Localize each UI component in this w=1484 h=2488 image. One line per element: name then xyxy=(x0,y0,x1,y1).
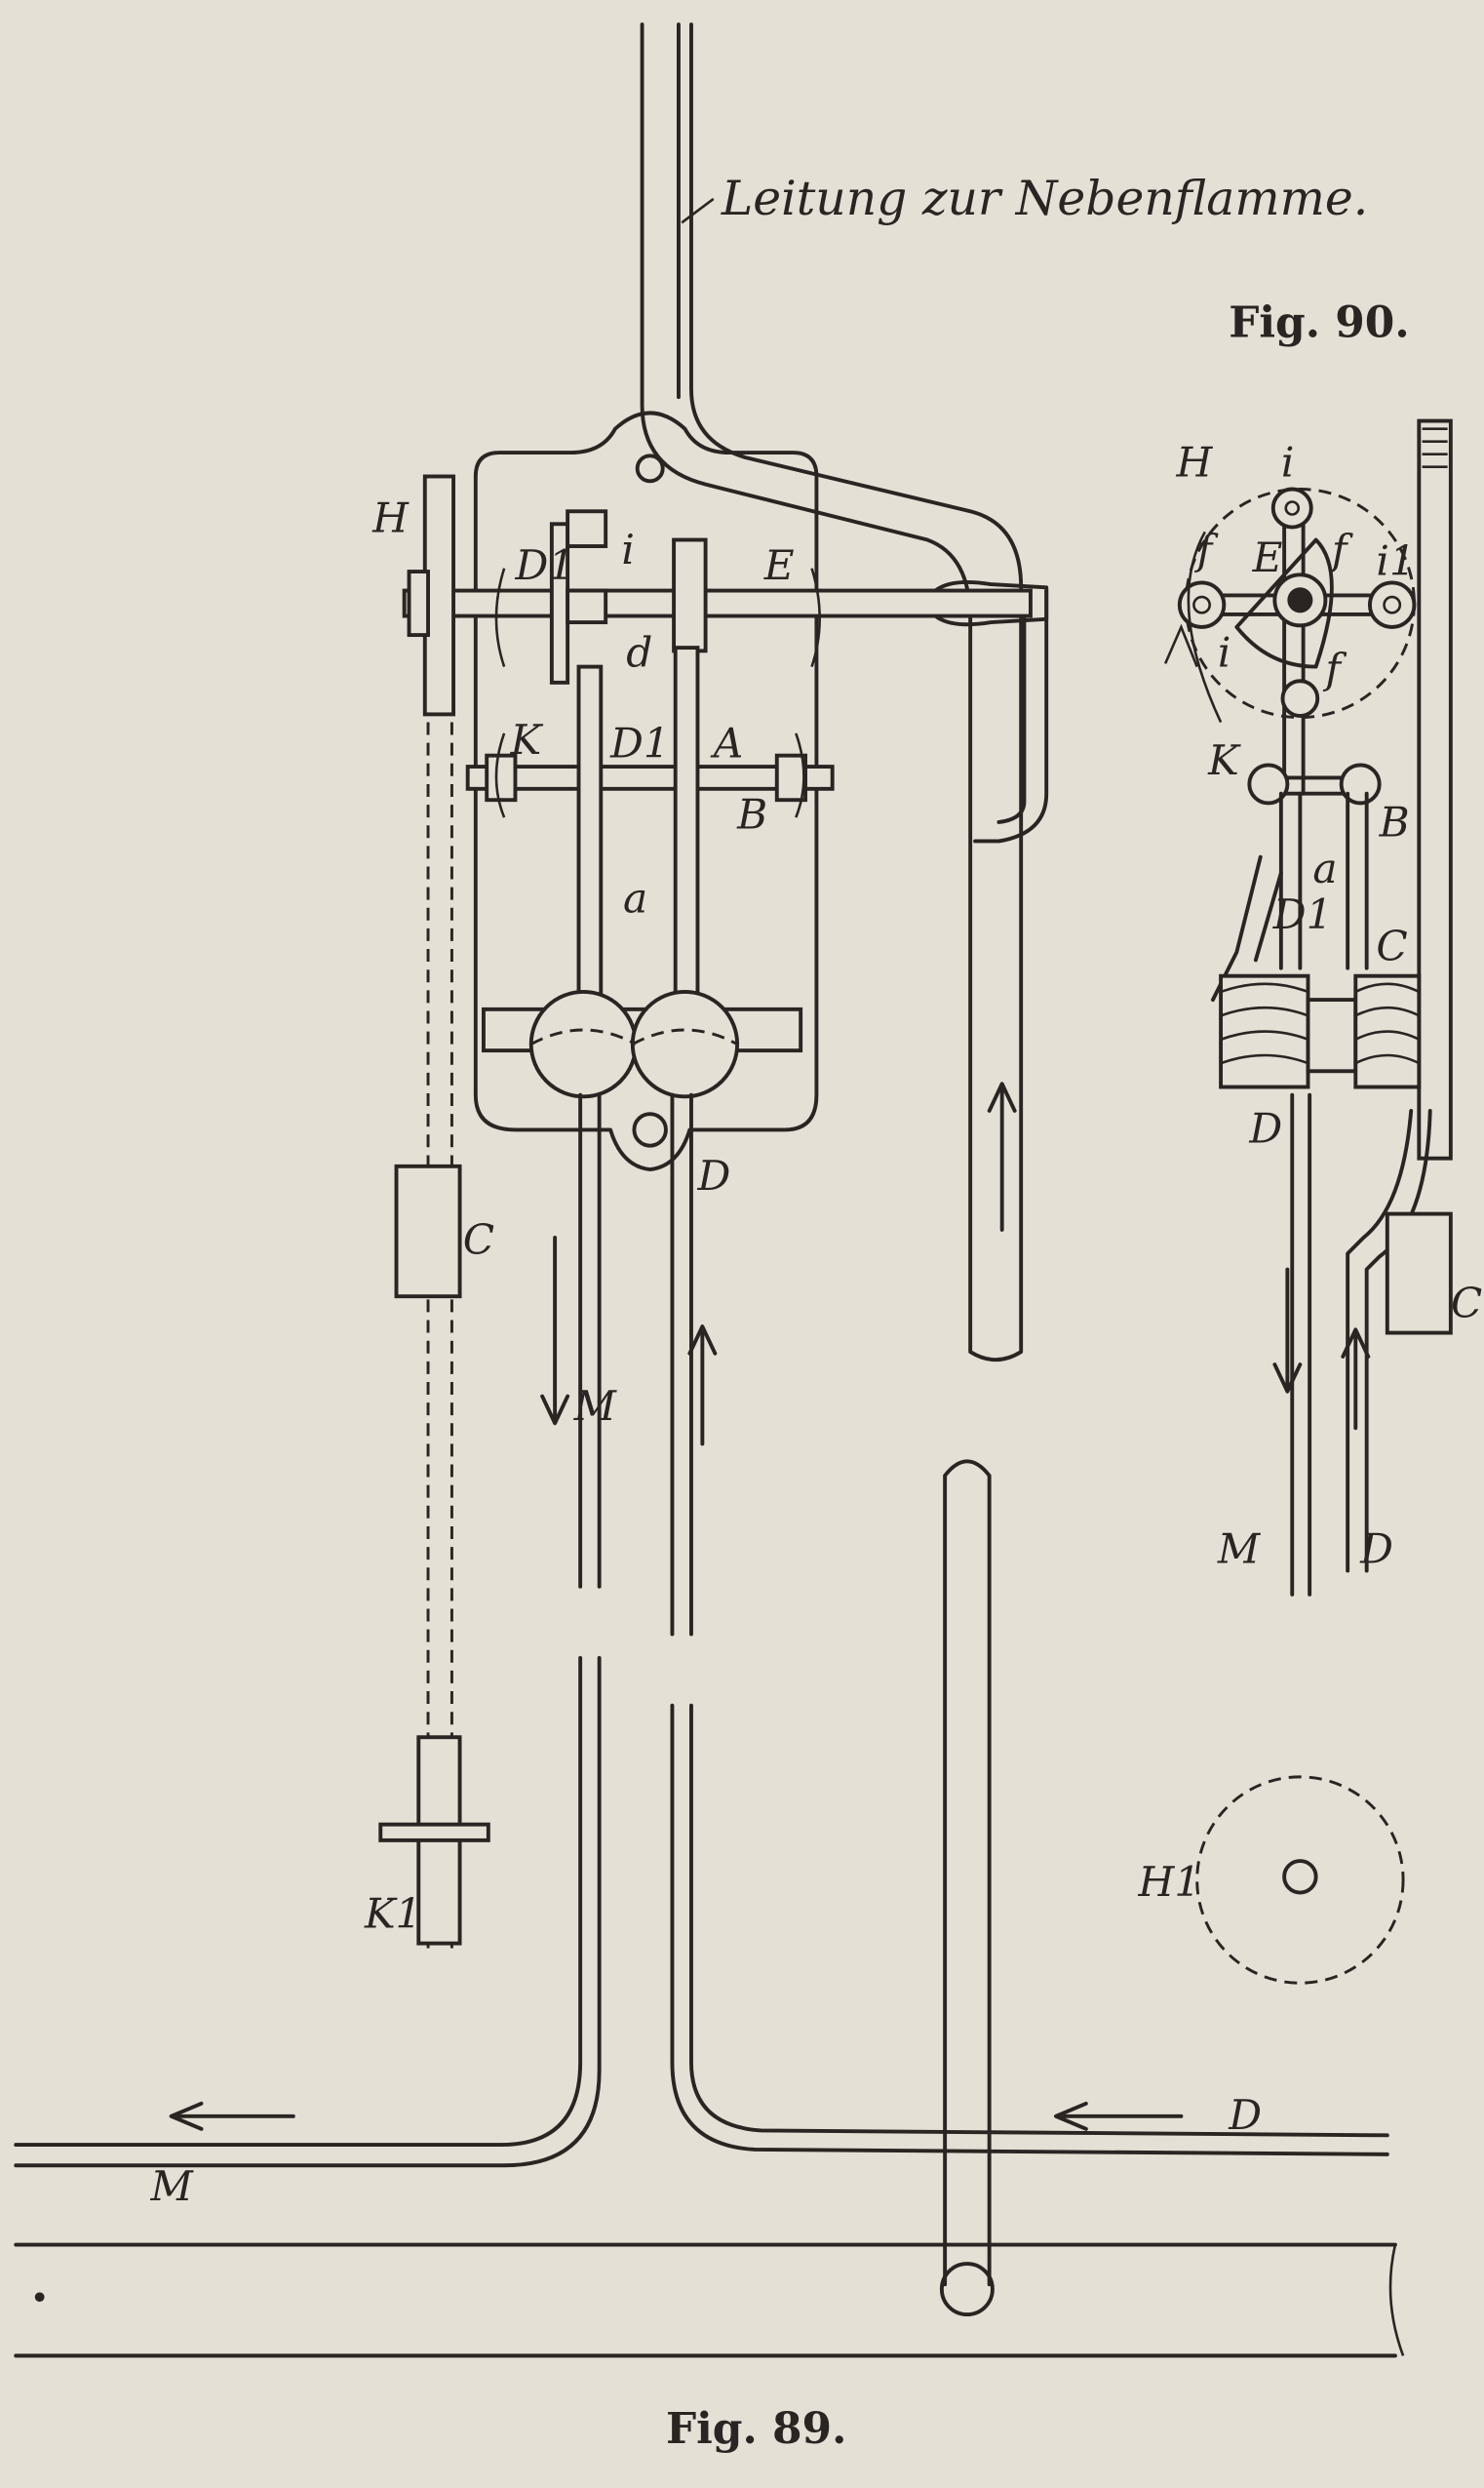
fig89-lower-pipe xyxy=(939,1459,995,2317)
label-a: a xyxy=(1312,845,1337,892)
label-f3: f xyxy=(1322,645,1347,692)
label-d: D xyxy=(1359,1524,1393,1572)
label-i: i xyxy=(621,526,635,573)
label-c-lower: C xyxy=(1451,1279,1482,1326)
label-i2: i xyxy=(1218,629,1231,677)
label-m-tube: M xyxy=(573,1382,618,1430)
fig89-chain-and-weights xyxy=(378,722,490,1949)
label-d-tube: D xyxy=(696,1152,730,1200)
float-ball-right xyxy=(630,990,740,1099)
label-m: M xyxy=(1217,1524,1262,1572)
label-k: K xyxy=(1207,736,1241,784)
label-d-small: d xyxy=(626,629,652,677)
fig89-labels: H D1 i E d K D1 A B a C D M K1 M D xyxy=(149,494,1262,2210)
flow-arrows xyxy=(169,1082,1371,2131)
label-i: i xyxy=(1281,438,1295,486)
float-ball-left xyxy=(528,990,639,1099)
fig89-lower-shaft xyxy=(465,732,835,818)
label-b: B xyxy=(1379,799,1410,847)
label-h1: H1 xyxy=(1138,1858,1201,1906)
label-a-rod: a xyxy=(623,875,647,923)
label-d1: D1 xyxy=(1272,890,1333,938)
label-c: C xyxy=(463,1215,494,1263)
label-a-upper: A xyxy=(710,719,744,767)
fig89-base xyxy=(14,2242,1405,2358)
label-k: K xyxy=(510,716,544,764)
label-m-bottom: M xyxy=(149,2162,194,2210)
label-k1: K1 xyxy=(364,1889,421,1937)
label-b: B xyxy=(736,790,767,838)
mounting-hole xyxy=(635,454,665,484)
label-f2: f xyxy=(1329,526,1353,573)
fig89-caption: Fig. 89. xyxy=(666,2404,846,2454)
label-d-bottom: D xyxy=(1228,2091,1262,2139)
label-e: E xyxy=(1252,533,1283,581)
fig89-tubes xyxy=(14,1092,1389,2168)
label-i1: i1 xyxy=(1376,536,1415,584)
fig89-float-rods xyxy=(481,646,803,1099)
fig89-mounting-plate xyxy=(473,411,819,1172)
fig89-upper-shaft xyxy=(402,474,1033,717)
pipe-annotation: Leitung zur Nebenflamme. xyxy=(721,171,1368,226)
label-e: E xyxy=(763,541,795,589)
fig90-mechanism xyxy=(1163,418,1453,1985)
fig90-caption: Fig. 90. xyxy=(1229,297,1409,347)
label-wheel: H xyxy=(371,494,410,541)
label-d2: D xyxy=(1248,1104,1282,1152)
label-d1-top: D1 xyxy=(514,541,574,589)
label-c-upper: C xyxy=(1376,922,1407,969)
label-h: H xyxy=(1176,438,1214,486)
label-d1-mid: D1 xyxy=(609,719,670,767)
weight-c xyxy=(394,1164,462,1299)
label-f1: f xyxy=(1194,526,1219,573)
